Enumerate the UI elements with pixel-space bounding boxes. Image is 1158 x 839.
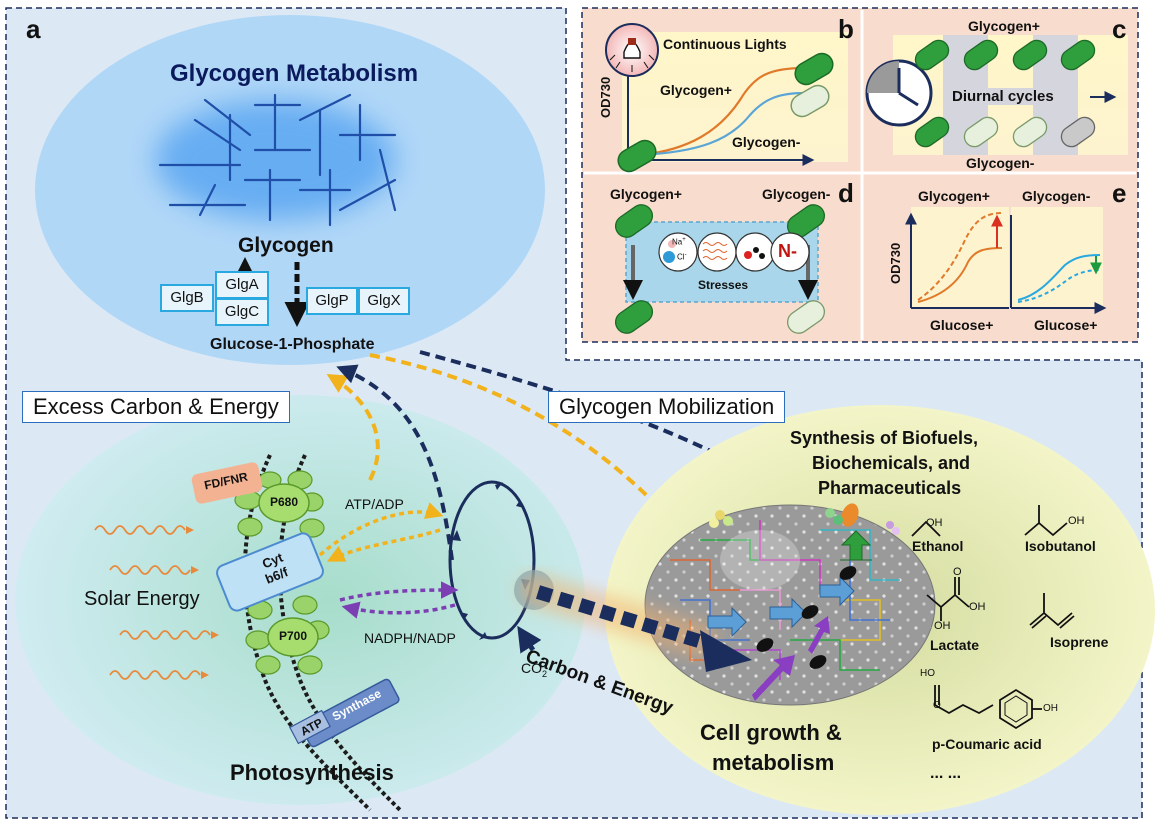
panel-c-minus-label: Glycogen-: [966, 155, 1035, 171]
cyt-b6f-complex: [216, 532, 324, 612]
solar-energy-label: Solar Energy: [84, 588, 200, 610]
cell-growth-line2: metabolism: [712, 750, 835, 775]
panel-letter-d: d: [838, 178, 854, 208]
product-isobutanol: Isobutanol: [1025, 538, 1096, 554]
synthesis-title-line2: Biochemicals, and: [812, 453, 971, 473]
p700-complex: [267, 617, 319, 657]
energy-arrows: [318, 502, 459, 619]
photosynthesis-title: Photosynthesis: [230, 760, 394, 785]
panel-b-minus-label: Glycogen-: [732, 134, 801, 150]
glycogen-metabolism-title: Glycogen Metabolism: [170, 60, 419, 87]
product-ethanol: Ethanol: [912, 538, 964, 554]
panel-d-cl: Cl-: [677, 252, 687, 262]
panel-b-plus-label: Glycogen+: [660, 82, 732, 98]
chemical-structures: [911, 505, 1075, 730]
nadph-nadp-label: NADPH/NADP: [364, 630, 456, 646]
isobutanol-oh: OH: [1068, 515, 1085, 527]
glycogen-label: Glycogen: [238, 234, 334, 257]
synthesis-title-line3: Pharmaceuticals: [818, 478, 962, 498]
solar-waves: [94, 525, 211, 680]
panel-e-yaxis: OD730: [888, 242, 903, 284]
enzyme-glgp: GlgP: [306, 287, 358, 315]
coumaric-ho: HO: [920, 668, 935, 679]
panel-e-chart: [905, 207, 1107, 314]
solar-arrowheads: [186, 526, 219, 679]
lactate-oh-right: OH: [969, 601, 986, 613]
panel-d-minus-label: Glycogen-: [762, 186, 831, 202]
product-p-coumaric-acid: p-Coumaric acid: [932, 736, 1042, 752]
panel-b-chart: [605, 23, 848, 173]
co2-arrow: [517, 625, 542, 654]
coumaric-o: O: [933, 700, 941, 711]
panel-c-cycles-label: Diurnal cycles: [952, 88, 1054, 105]
enzyme-glgc: GlgC: [215, 298, 269, 326]
glycogen-mobilization-box: Glycogen Mobilization: [548, 391, 786, 423]
lactate-oh-bottom: OH: [934, 620, 951, 632]
atp-synthase: [289, 678, 400, 748]
coumaric-oh: OH: [1043, 703, 1058, 714]
panel-b-light-label: Continuous Lights: [663, 36, 787, 52]
panel-letter-b: b: [838, 14, 854, 44]
enzyme-glga: GlgA: [215, 271, 269, 299]
panel-e-x2-label: Glucose+: [1034, 317, 1098, 333]
enzyme-glgb: GlgB: [160, 284, 214, 312]
panel-d-chart: [614, 204, 826, 334]
panel-e-plus-label: Glycogen+: [918, 188, 990, 204]
panel-e-x1-label: Glucose+: [930, 317, 994, 333]
panel-d-n-minus: N-: [778, 241, 797, 261]
product-lactate: Lactate: [930, 637, 980, 653]
panel-e-minus-label: Glycogen-: [1022, 188, 1091, 204]
atp-adp-label: ATP/ADP: [345, 496, 404, 512]
p700-label: P700: [279, 629, 308, 643]
panel-d-plus-label: Glycogen+: [610, 186, 682, 202]
panel-letter-c: c: [1112, 14, 1127, 44]
glucose-1-phosphate-label: Glucose-1-Phosphate: [210, 336, 375, 353]
product-isoprene: Isoprene: [1050, 634, 1109, 650]
panel-d-na: Na+: [672, 237, 686, 247]
cell-internal-arrows: [707, 503, 900, 701]
lactate-o: O: [953, 566, 962, 578]
panel-b-yaxis: OD730: [598, 76, 613, 118]
panel-letter-e: e: [1112, 178, 1127, 208]
panel-d-stresses-label: Stresses: [698, 278, 749, 292]
thylakoid-membrane: [242, 454, 402, 812]
cell-growth-line1: Cell growth &: [700, 720, 842, 745]
synthesis-title-line1: Synthesis of Biofuels,: [790, 428, 979, 448]
enzyme-glgx: GlgX: [358, 287, 410, 315]
carbon-energy-flow: [518, 573, 752, 672]
ethanol-oh: OH: [926, 517, 943, 529]
panel-c-plus-label: Glycogen+: [968, 18, 1040, 34]
products-ellipsis: ... ...: [930, 765, 962, 782]
panel-letter-a: a: [26, 14, 41, 44]
fd-fnr-complex: [191, 462, 263, 504]
p680-complex: [258, 483, 310, 523]
co2-label: CO2: [521, 660, 548, 679]
p680-label: P680: [270, 495, 299, 509]
excess-carbon-energy-box: Excess Carbon & Energy: [22, 391, 290, 423]
glycogen-granule: [158, 93, 397, 227]
